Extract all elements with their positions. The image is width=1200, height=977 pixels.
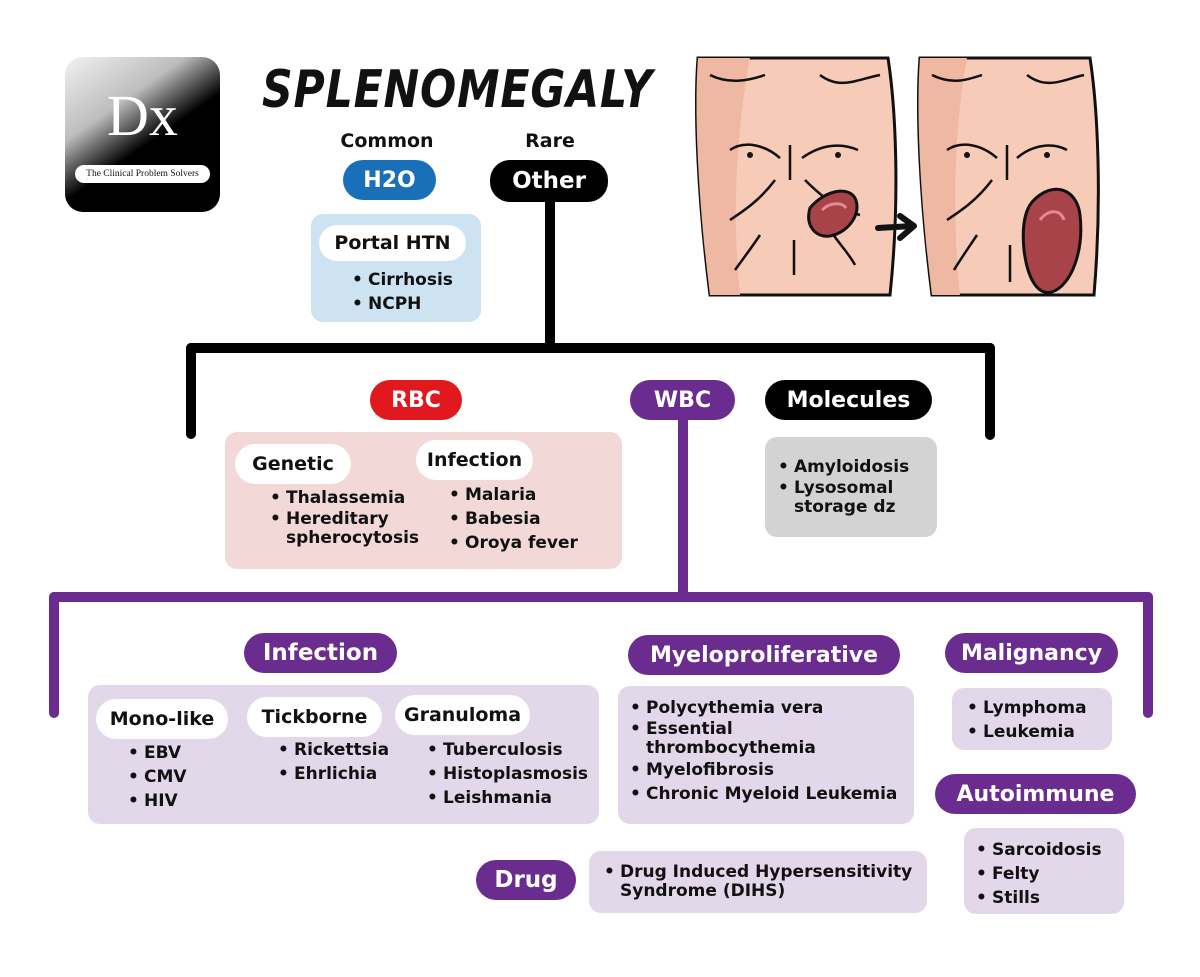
drug-pill: Drug: [476, 860, 576, 900]
genetic-list: Thalassemia Hereditary spherocytosis: [270, 486, 430, 548]
list-item: Hereditary spherocytosis: [270, 510, 426, 548]
h2o-pill: H2O: [343, 160, 436, 200]
tickborne-pill: Tickborne: [247, 697, 382, 737]
list-item: Drug Induced Hypersensitivity Syndrome (…: [604, 863, 914, 901]
connector-line: [678, 418, 688, 598]
list-item: CMV: [128, 765, 187, 789]
other-pill: Other: [490, 160, 608, 202]
list-item: Cirrhosis: [352, 268, 453, 292]
molecules-pill: Molecules: [765, 380, 932, 420]
connector-line: [186, 343, 995, 353]
list-item: Polycythemia vera: [630, 696, 910, 720]
list-item: Tuberculosis: [427, 738, 588, 762]
list-item: EBV: [128, 741, 187, 765]
tickborne-list: Rickettsia Ehrlichia: [278, 738, 389, 786]
connector-line: [186, 343, 196, 439]
granuloma-pill: Granuloma: [395, 695, 530, 735]
granuloma-list: Tuberculosis Histoplasmosis Leishmania: [427, 738, 588, 810]
mono-like-list: EBV CMV HIV: [128, 741, 187, 813]
list-item: Babesia: [449, 507, 578, 531]
autoimmune-pill: Autoimmune: [935, 774, 1136, 814]
wbc-pill: WBC: [630, 380, 735, 420]
list-item: Histoplasmosis: [427, 762, 588, 786]
list-item: Myelofibrosis: [630, 758, 910, 782]
list-item: Ehrlichia: [278, 762, 389, 786]
malignancy-list: Lymphoma Leukemia: [967, 696, 1087, 744]
page-title: SPLENOMEGALY: [262, 60, 653, 120]
list-item: NCPH: [352, 292, 453, 316]
list-item: Lymphoma: [967, 696, 1087, 720]
list-item: Leukemia: [967, 720, 1087, 744]
list-item: Thalassemia: [270, 486, 430, 510]
list-item: Rickettsia: [278, 738, 389, 762]
list-item: Felty: [976, 862, 1102, 886]
list-item: Oroya fever: [449, 531, 578, 555]
connector-line: [49, 592, 1153, 602]
list-item: Stills: [976, 886, 1102, 910]
torso-normal-illustration: [695, 56, 898, 297]
rbc-infection-list: Malaria Babesia Oroya fever: [449, 483, 578, 555]
rbc-pill: RBC: [370, 380, 462, 420]
genetic-pill: Genetic: [235, 444, 351, 484]
portal-htn-pill: Portal HTN: [319, 225, 466, 261]
list-item: HIV: [128, 789, 187, 813]
spleen-enlargement-illustration: [695, 56, 1100, 297]
myeloproliferative-list: Polycythemia vera Essential thrombocythe…: [630, 696, 910, 806]
rbc-infection-pill: Infection: [416, 440, 533, 480]
mono-like-pill: Mono-like: [96, 699, 228, 739]
drug-list: Drug Induced Hypersensitivity Syndrome (…: [604, 863, 914, 901]
myeloproliferative-pill: Myeloproliferative: [628, 635, 900, 675]
list-item: Malaria: [449, 483, 578, 507]
list-item: Amyloidosis: [778, 455, 928, 479]
logo-subtitle: The Clinical Problem Solvers: [75, 165, 210, 183]
connector-line: [985, 343, 995, 440]
connector-line: [1143, 592, 1153, 718]
common-heading: Common: [340, 130, 434, 152]
torso-enlarged-illustration: [917, 56, 1100, 297]
list-item: Chronic Myeloid Leukemia: [630, 782, 910, 806]
autoimmune-list: Sarcoidosis Felty Stills: [976, 838, 1102, 910]
molecules-list: Amyloidosis Lysosomal storage dz: [778, 455, 928, 517]
list-item: Lysosomal storage dz: [778, 479, 904, 517]
connector-line: [545, 200, 555, 346]
logo-dx-text: Dx: [107, 83, 178, 148]
connector-line: [49, 592, 59, 718]
wbc-infection-pill: Infection: [244, 633, 397, 673]
list-item: Sarcoidosis: [976, 838, 1102, 862]
list-item: Leishmania: [427, 786, 588, 810]
dx-logo: Dx The Clinical Problem Solvers: [65, 57, 220, 212]
malignancy-pill: Malignancy: [945, 633, 1118, 673]
rare-heading: Rare: [525, 130, 575, 152]
list-item: Essential thrombocythemia: [630, 720, 816, 758]
portal-htn-list: Cirrhosis NCPH: [352, 268, 453, 316]
